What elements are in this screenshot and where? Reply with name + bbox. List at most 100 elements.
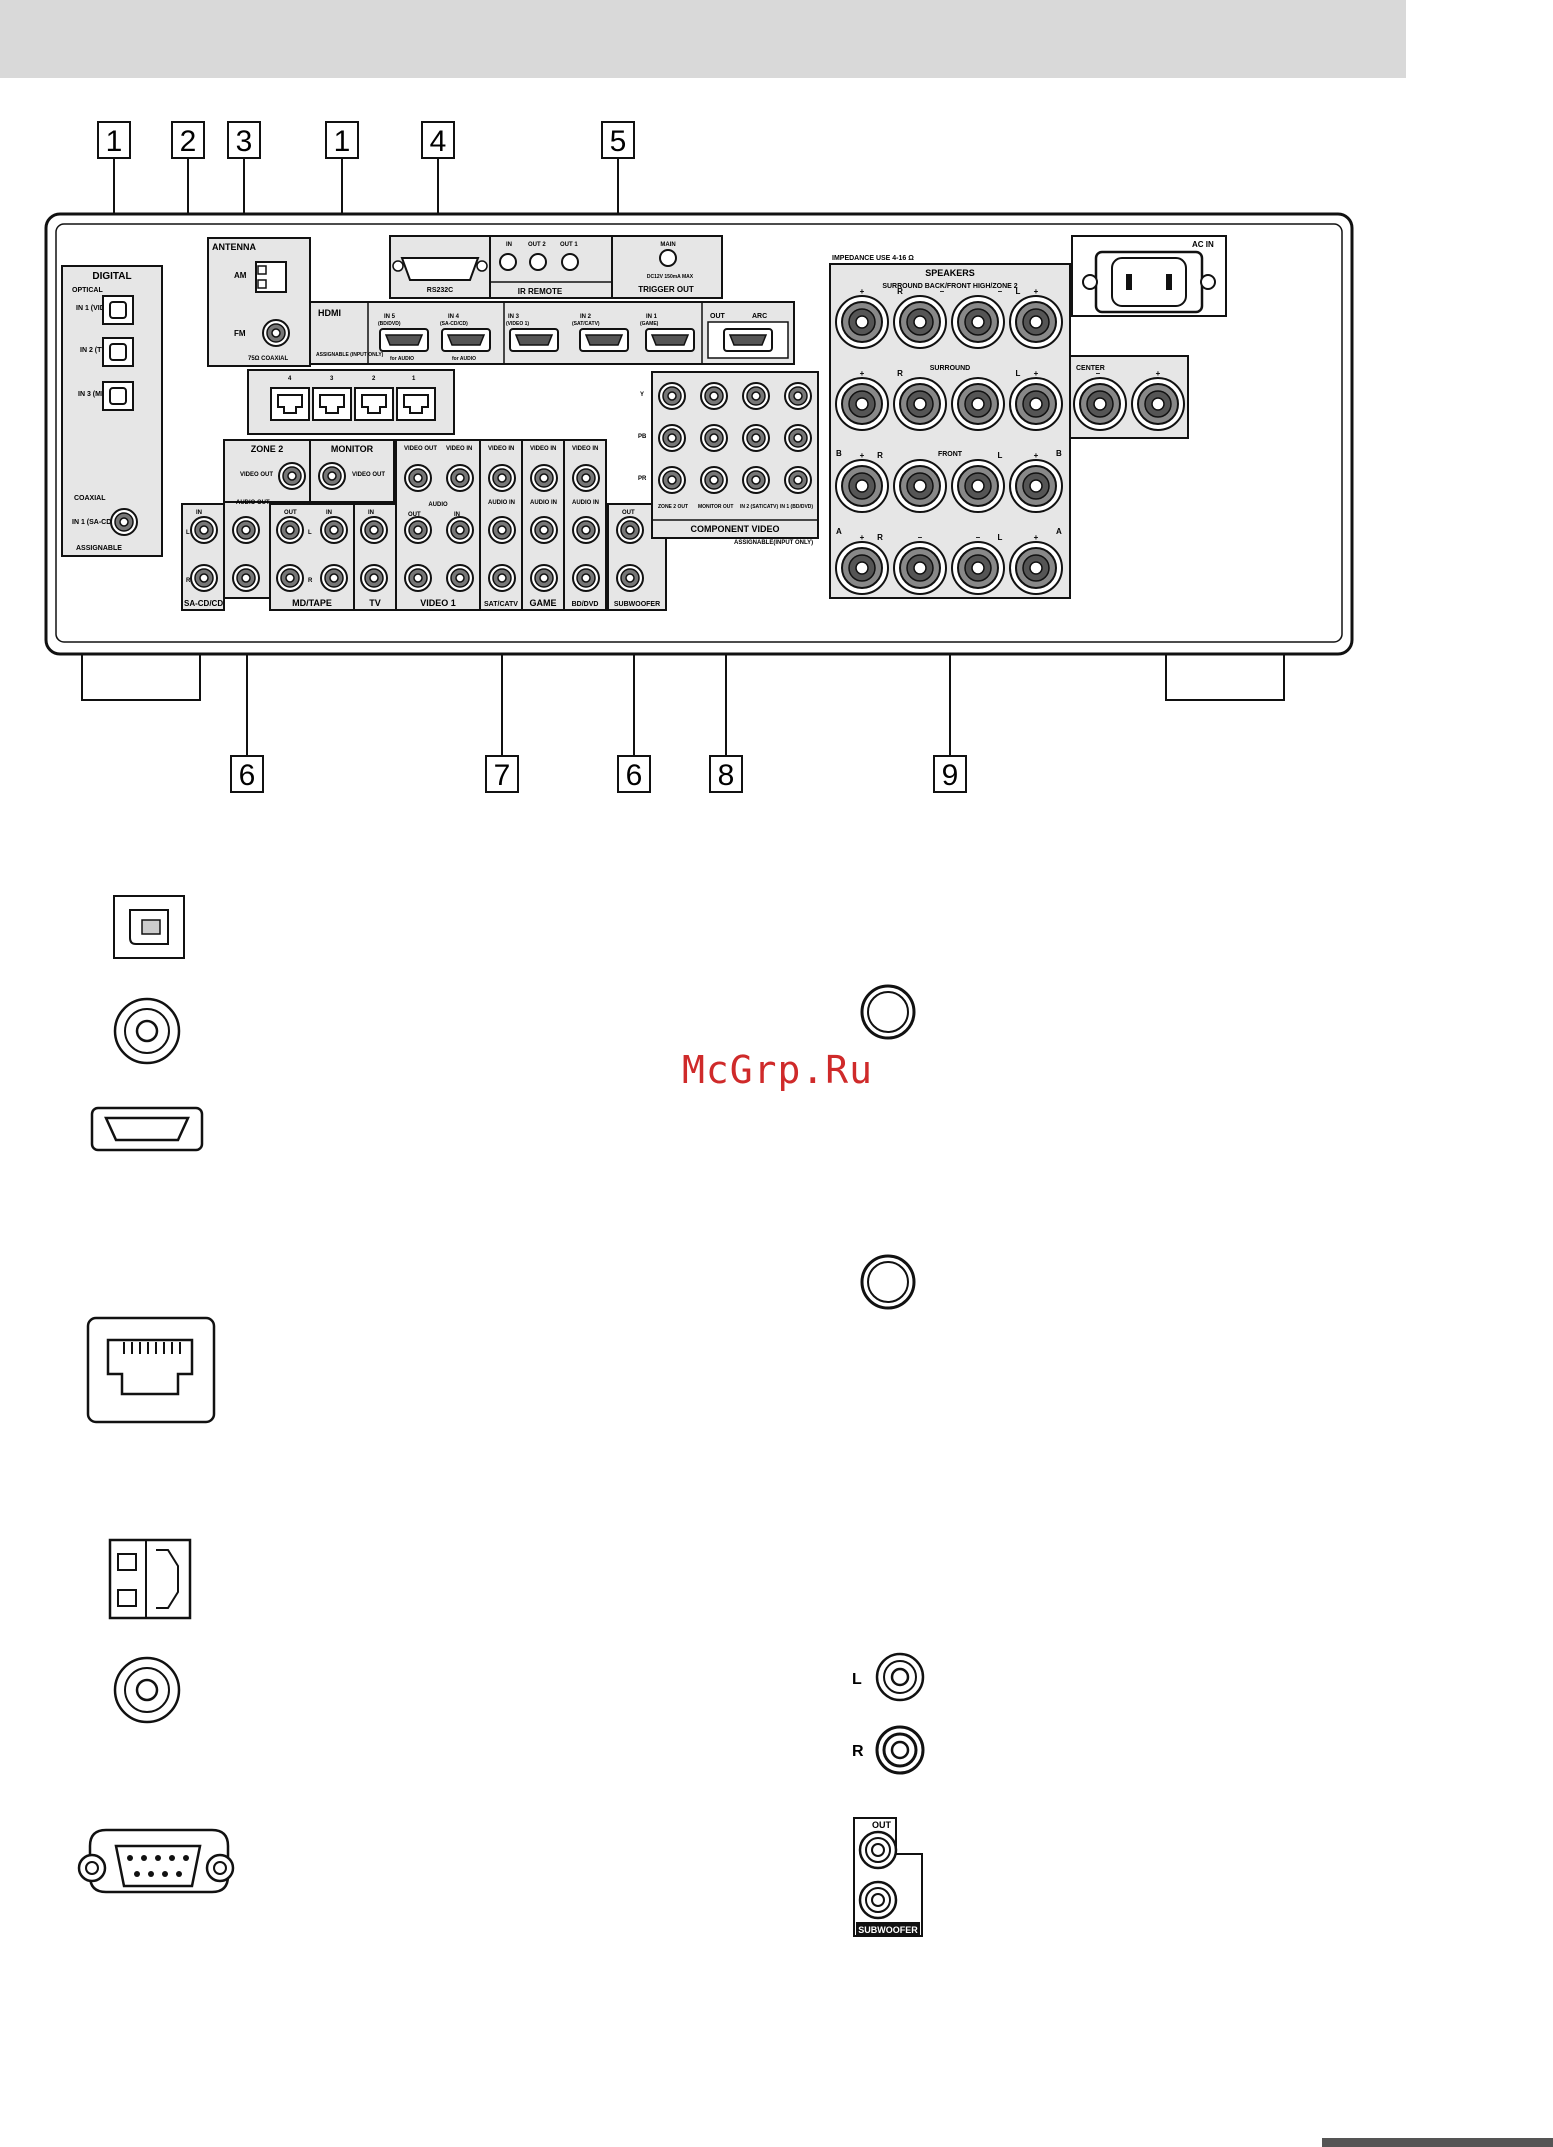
zone2-video-out-jack[interactable] <box>278 462 306 490</box>
hdmi-in5-sub: (BD/DVD) <box>378 321 401 327</box>
speaker-terminal[interactable] <box>951 459 1005 513</box>
coaxial-in1-port[interactable] <box>110 508 138 536</box>
cv-assignable-label: ASSIGNABLE(INPUT ONLY) <box>734 540 813 546</box>
component-video-jack[interactable] <box>700 466 728 494</box>
mdtape-r-label: R <box>308 578 313 584</box>
zone2-audio-out-l-jack[interactable] <box>232 516 260 544</box>
satcatv-audio-in-r-jack[interactable] <box>488 564 516 592</box>
video1-audio-out-l-jack[interactable] <box>404 516 432 544</box>
speaker-terminal[interactable] <box>835 295 889 349</box>
optical-label: OPTICAL <box>72 287 103 294</box>
optical-in3-port[interactable] <box>102 381 134 411</box>
game-audio-in-r-jack[interactable] <box>530 564 558 592</box>
hdmi-out-port[interactable] <box>723 328 773 352</box>
subwoofer-out-jack-1[interactable] <box>616 516 644 544</box>
cv-pb-label: PB <box>638 434 647 440</box>
video1-video-out-jack[interactable] <box>404 464 432 492</box>
component-video-jack[interactable] <box>742 424 770 452</box>
speaker-terminal[interactable] <box>835 541 889 595</box>
component-video-jack[interactable] <box>784 466 812 494</box>
satcatv-video-in-jack[interactable] <box>488 464 516 492</box>
bddvd-label: BD/DVD <box>572 601 599 608</box>
component-video-jack[interactable] <box>658 382 686 410</box>
video1-audio-in-r-jack[interactable] <box>446 564 474 592</box>
ir-out2-jack[interactable] <box>529 253 547 271</box>
video1-video-in-jack[interactable] <box>446 464 474 492</box>
zone2-audio-out-label: AUDIO OUT <box>236 500 270 506</box>
component-video-jack[interactable] <box>784 424 812 452</box>
speaker-terminal[interactable] <box>835 459 889 513</box>
speaker-terminal[interactable] <box>1009 541 1063 595</box>
tv-in-l-jack[interactable] <box>360 516 388 544</box>
speaker-terminal[interactable] <box>1009 295 1063 349</box>
bddvd-audio-in-l-jack[interactable] <box>572 516 600 544</box>
mdtape-out-r-jack[interactable] <box>276 564 304 592</box>
speaker-terminal[interactable] <box>951 541 1005 595</box>
speaker-polarity-mark: + <box>1034 287 1039 296</box>
component-video-jack[interactable] <box>784 382 812 410</box>
rj-port-3[interactable] <box>312 387 352 421</box>
component-video-jack[interactable] <box>658 424 686 452</box>
hdmi-in4-port[interactable] <box>441 328 491 352</box>
bddvd-video-in-label: VIDEO IN <box>572 446 598 452</box>
callout-2: 2 <box>171 121 205 159</box>
fm-coaxial-port[interactable] <box>262 319 290 347</box>
optical-in1-port[interactable] <box>102 295 134 325</box>
mdtape-in-l-jack[interactable] <box>320 516 348 544</box>
video1-audio-in-l-jack[interactable] <box>446 516 474 544</box>
speaker-terminal[interactable] <box>951 295 1005 349</box>
monitor-label: MONITOR <box>331 444 374 454</box>
zone2-audio-out-r-jack[interactable] <box>232 564 260 592</box>
rj-1-label: 1 <box>412 376 416 382</box>
speaker-terminal[interactable] <box>893 377 947 431</box>
game-audio-in-label: AUDIO IN <box>530 500 557 506</box>
optical-in2-port[interactable] <box>102 337 134 367</box>
trigger-out-jack[interactable] <box>659 249 677 267</box>
rj-port-1[interactable] <box>396 387 436 421</box>
hdmi-in5-port[interactable] <box>379 328 429 352</box>
component-video-jack[interactable] <box>658 466 686 494</box>
monitor-video-out-jack[interactable] <box>318 462 346 490</box>
ir-in-jack[interactable] <box>499 253 517 271</box>
speaker-polarity-mark: L <box>998 451 1003 460</box>
speaker-terminal[interactable] <box>893 295 947 349</box>
callout-7: 7 <box>485 755 519 793</box>
speaker-terminal[interactable] <box>835 377 889 431</box>
hdmi-in3-port[interactable] <box>509 328 559 352</box>
center-speaker-terminal[interactable] <box>1131 377 1185 431</box>
tv-in-r-jack[interactable] <box>360 564 388 592</box>
speaker-terminal[interactable] <box>1009 377 1063 431</box>
component-video-jack[interactable] <box>700 424 728 452</box>
mdtape-out-l-jack[interactable] <box>276 516 304 544</box>
speaker-terminal[interactable] <box>893 541 947 595</box>
hdmi-in1-port[interactable] <box>645 328 695 352</box>
game-video-in-jack[interactable] <box>530 464 558 492</box>
component-video-jack[interactable] <box>700 382 728 410</box>
component-video-jack[interactable] <box>742 466 770 494</box>
satcatv-audio-in-l-jack[interactable] <box>488 516 516 544</box>
bddvd-video-in-jack[interactable] <box>572 464 600 492</box>
speaker-terminal[interactable] <box>951 377 1005 431</box>
rs232c-port[interactable] <box>400 257 480 281</box>
speaker-polarity-mark: + <box>1034 533 1039 542</box>
sacd-in-l-jack[interactable] <box>190 516 218 544</box>
callout-number: 9 <box>942 759 959 792</box>
hdmi-in2-port[interactable] <box>579 328 629 352</box>
speaker-terminal[interactable] <box>1009 459 1063 513</box>
callout-5: 5 <box>601 121 635 159</box>
speaker-terminal[interactable] <box>893 459 947 513</box>
rj-port-4[interactable] <box>270 387 310 421</box>
mdtape-in-r-jack[interactable] <box>320 564 348 592</box>
sacd-in-r-jack[interactable] <box>190 564 218 592</box>
speaker-polarity-mark: L <box>998 533 1003 542</box>
component-video-jack[interactable] <box>742 382 770 410</box>
rj-port-2[interactable] <box>354 387 394 421</box>
bddvd-audio-in-r-jack[interactable] <box>572 564 600 592</box>
callout-number: 1 <box>106 125 123 158</box>
game-audio-in-l-jack[interactable] <box>530 516 558 544</box>
subwoofer-out-jack-2[interactable] <box>616 564 644 592</box>
surround-back-label: SURROUND BACK/FRONT HIGH/ZONE 2 <box>882 283 1017 290</box>
video1-audio-out-r-jack[interactable] <box>404 564 432 592</box>
ir-out1-jack[interactable] <box>561 253 579 271</box>
center-speaker-terminal[interactable] <box>1073 377 1127 431</box>
